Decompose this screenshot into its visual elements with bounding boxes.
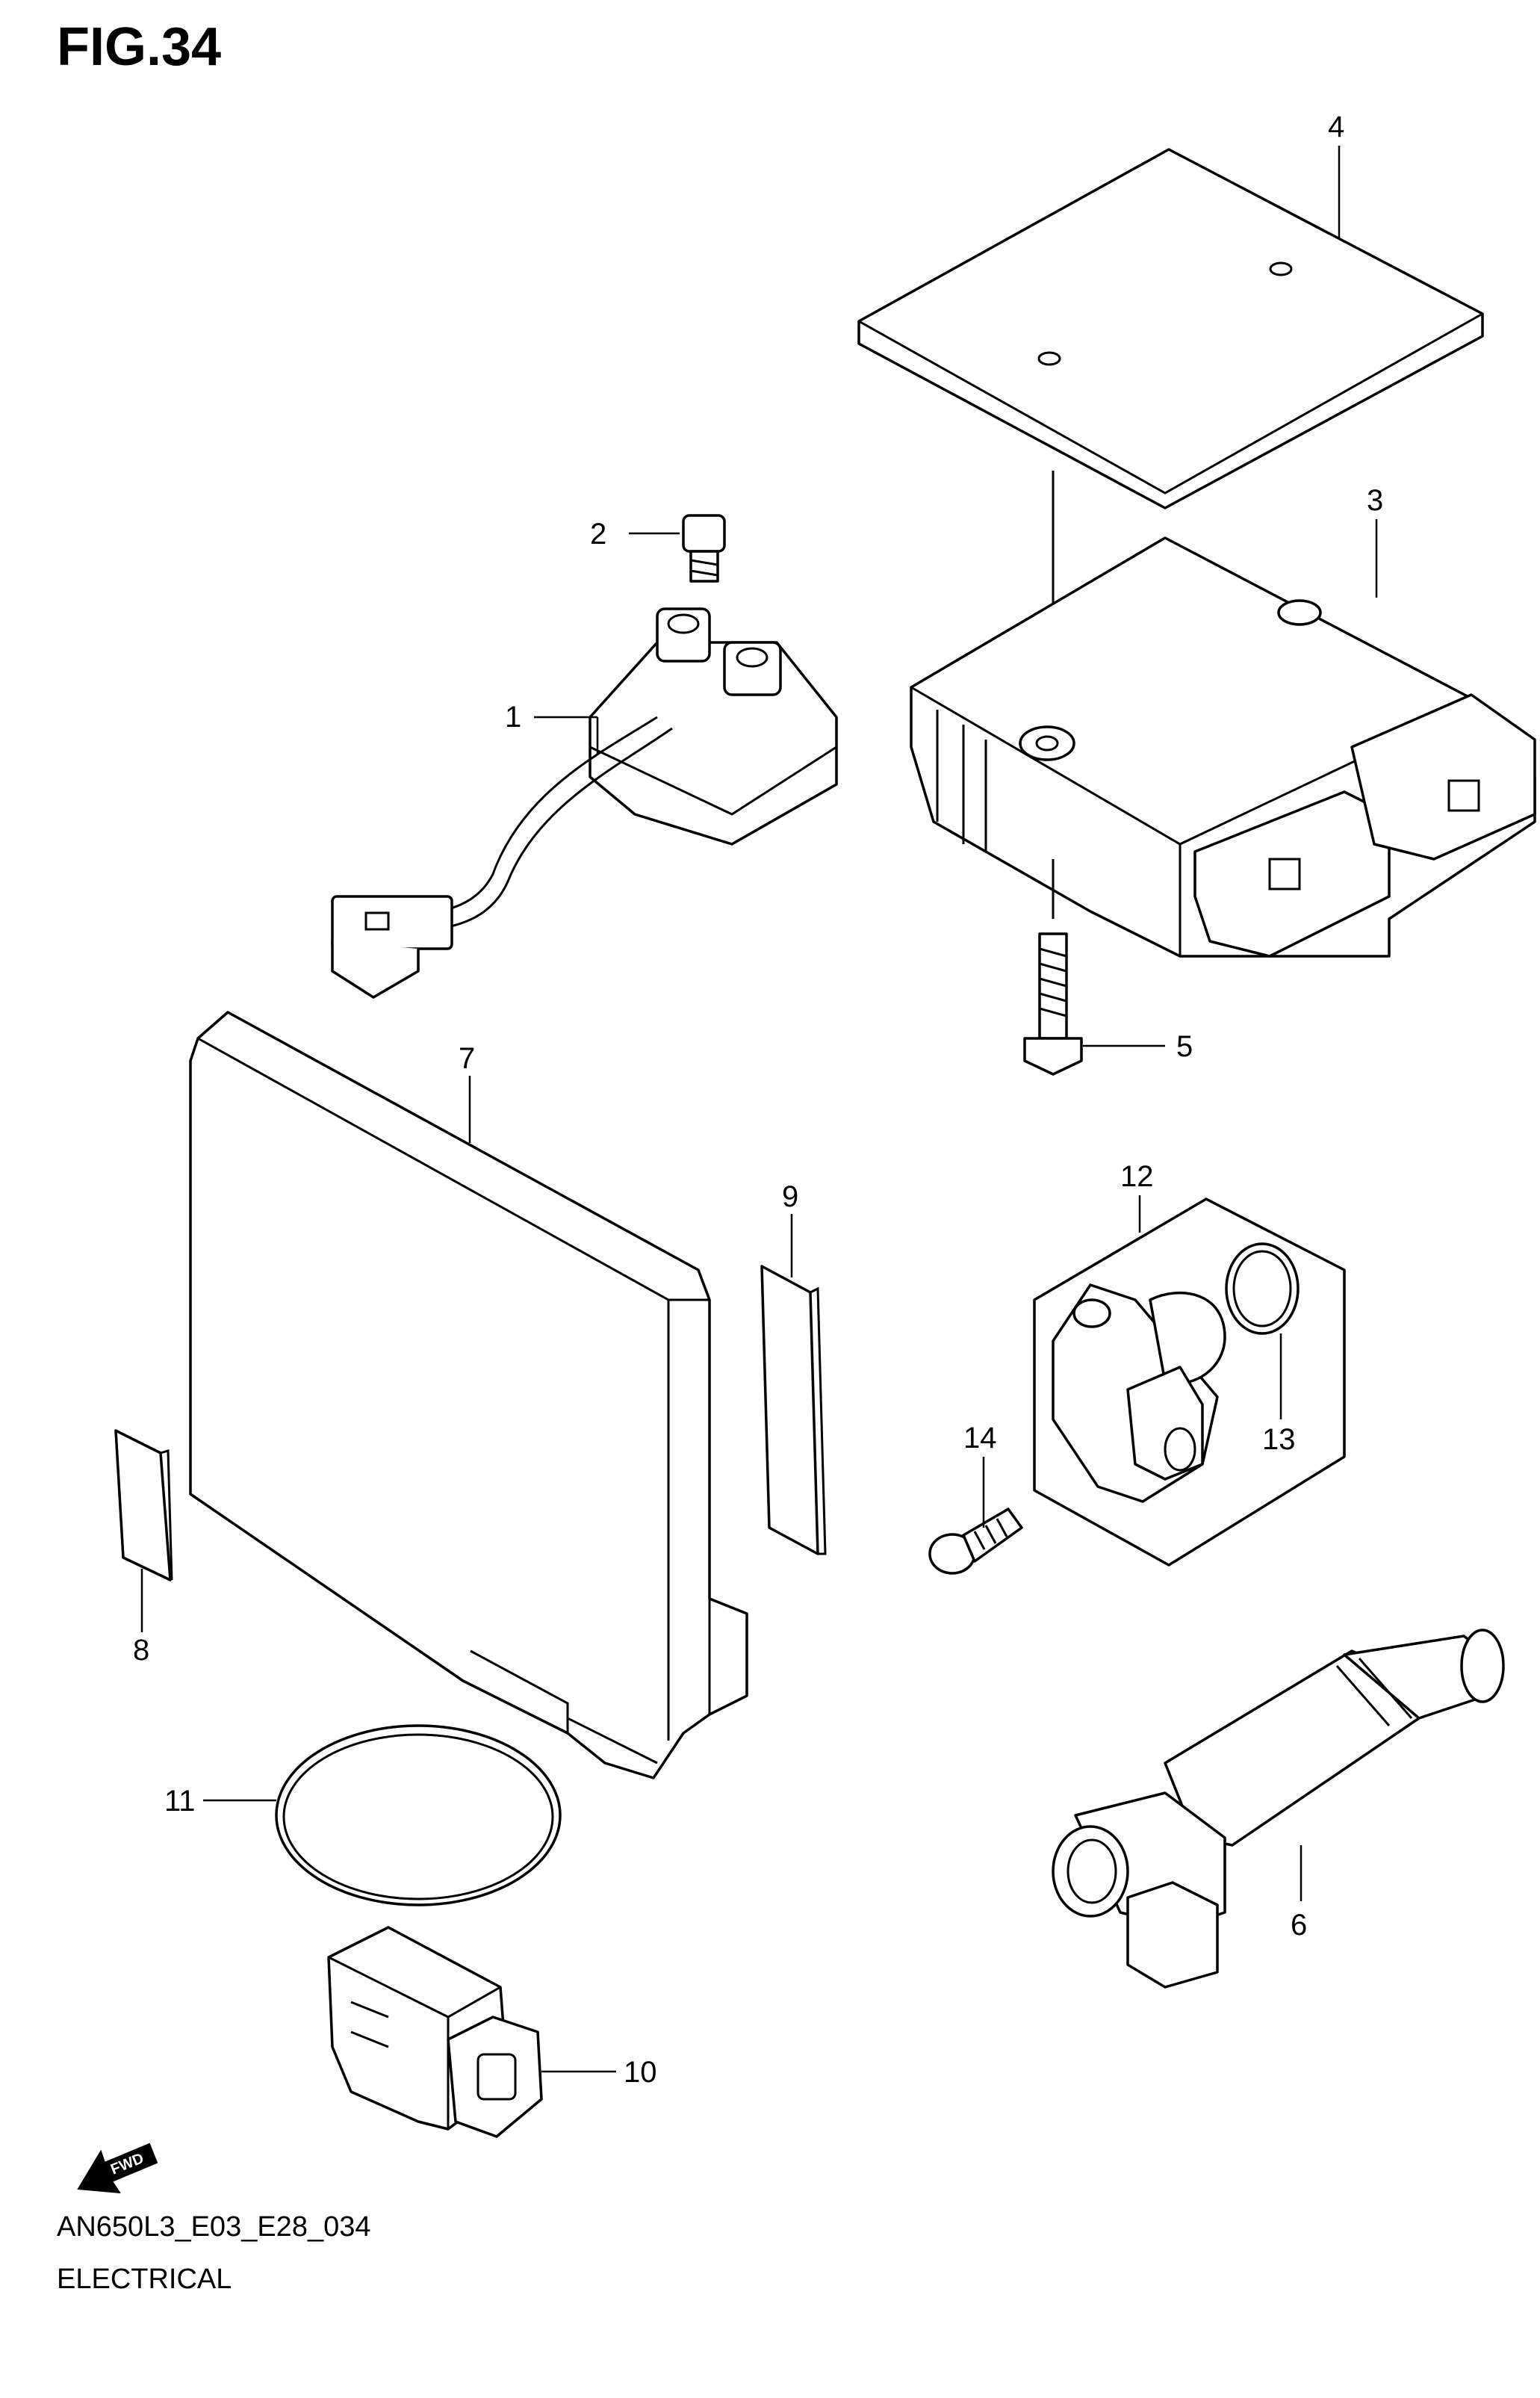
callout-numbers: 4 2 3 1 5 7 9 12 13 14 8 11 6 10 xyxy=(133,111,1383,2089)
part-2-bolt[interactable] xyxy=(682,514,726,583)
part-4-cover-plate[interactable] xyxy=(857,148,1484,509)
callout-5: 5 xyxy=(1176,1030,1193,1063)
callout-6: 6 xyxy=(1291,1909,1307,1942)
part-10-connector[interactable] xyxy=(327,1926,543,2138)
part-7-ecm[interactable] xyxy=(189,1011,748,1779)
part-8-tape[interactable] xyxy=(114,1429,173,1581)
callout-1: 1 xyxy=(505,701,521,734)
callout-4: 4 xyxy=(1328,111,1344,143)
fwd-arrow-icon: FWD xyxy=(77,2143,158,2194)
part-5-bolt[interactable] xyxy=(1023,932,1083,1076)
part-14-screw[interactable] xyxy=(928,1508,1023,1575)
part-9-tape[interactable] xyxy=(760,1265,827,1555)
leader-lines xyxy=(140,146,1378,2073)
part-6-sensor[interactable] xyxy=(1052,1629,1505,1989)
callout-13: 13 xyxy=(1262,1423,1296,1456)
part-3-regulator[interactable] xyxy=(910,536,1536,958)
callout-11: 11 xyxy=(164,1785,196,1818)
part-1-relay[interactable] xyxy=(331,607,838,999)
callout-12: 12 xyxy=(1120,1160,1154,1193)
callout-10: 10 xyxy=(624,2056,657,2089)
callout-14: 14 xyxy=(963,1422,997,1454)
callout-2: 2 xyxy=(590,518,606,551)
figure-code: AN650L3_E03_E28_034 xyxy=(57,2211,371,2243)
callout-8: 8 xyxy=(133,1634,149,1667)
part-11-o-ring[interactable] xyxy=(275,1724,562,1906)
part-12-sensor-kit[interactable] xyxy=(1033,1198,1346,1567)
callout-3: 3 xyxy=(1367,484,1383,517)
figure-title: FIG.34 xyxy=(57,17,222,77)
part-13-o-ring[interactable] xyxy=(1225,1242,1300,1335)
callout-7: 7 xyxy=(459,1042,475,1075)
callout-9: 9 xyxy=(782,1180,798,1213)
figure-name: ELECTRICAL xyxy=(57,2264,232,2295)
